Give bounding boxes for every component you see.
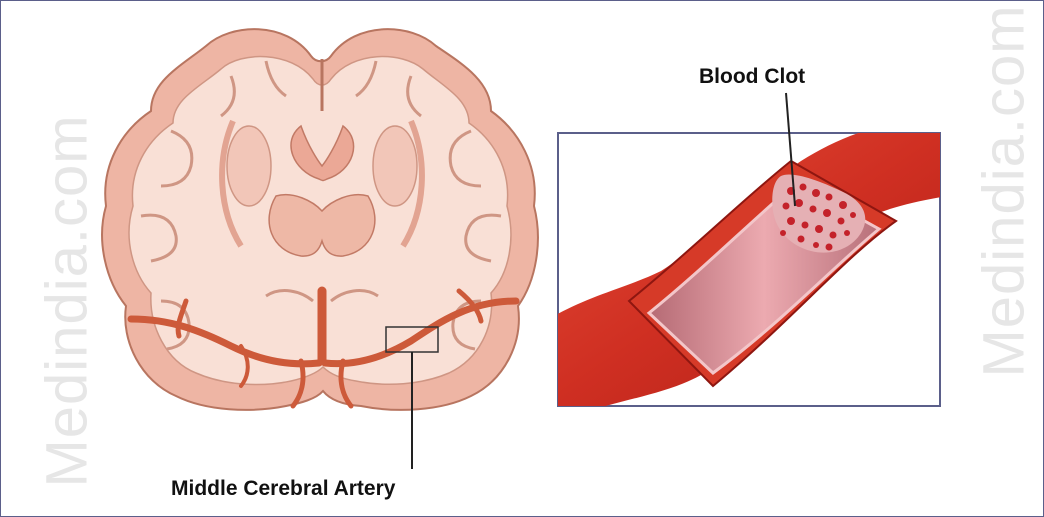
caudate-right <box>373 126 417 206</box>
caudate-left <box>227 126 271 206</box>
inset-vessel <box>521 111 981 421</box>
brain-cross-section <box>102 29 538 410</box>
label-blood-clot: Blood Clot <box>699 65 805 89</box>
label-middle-cerebral-artery: Middle Cerebral Artery <box>171 477 395 501</box>
